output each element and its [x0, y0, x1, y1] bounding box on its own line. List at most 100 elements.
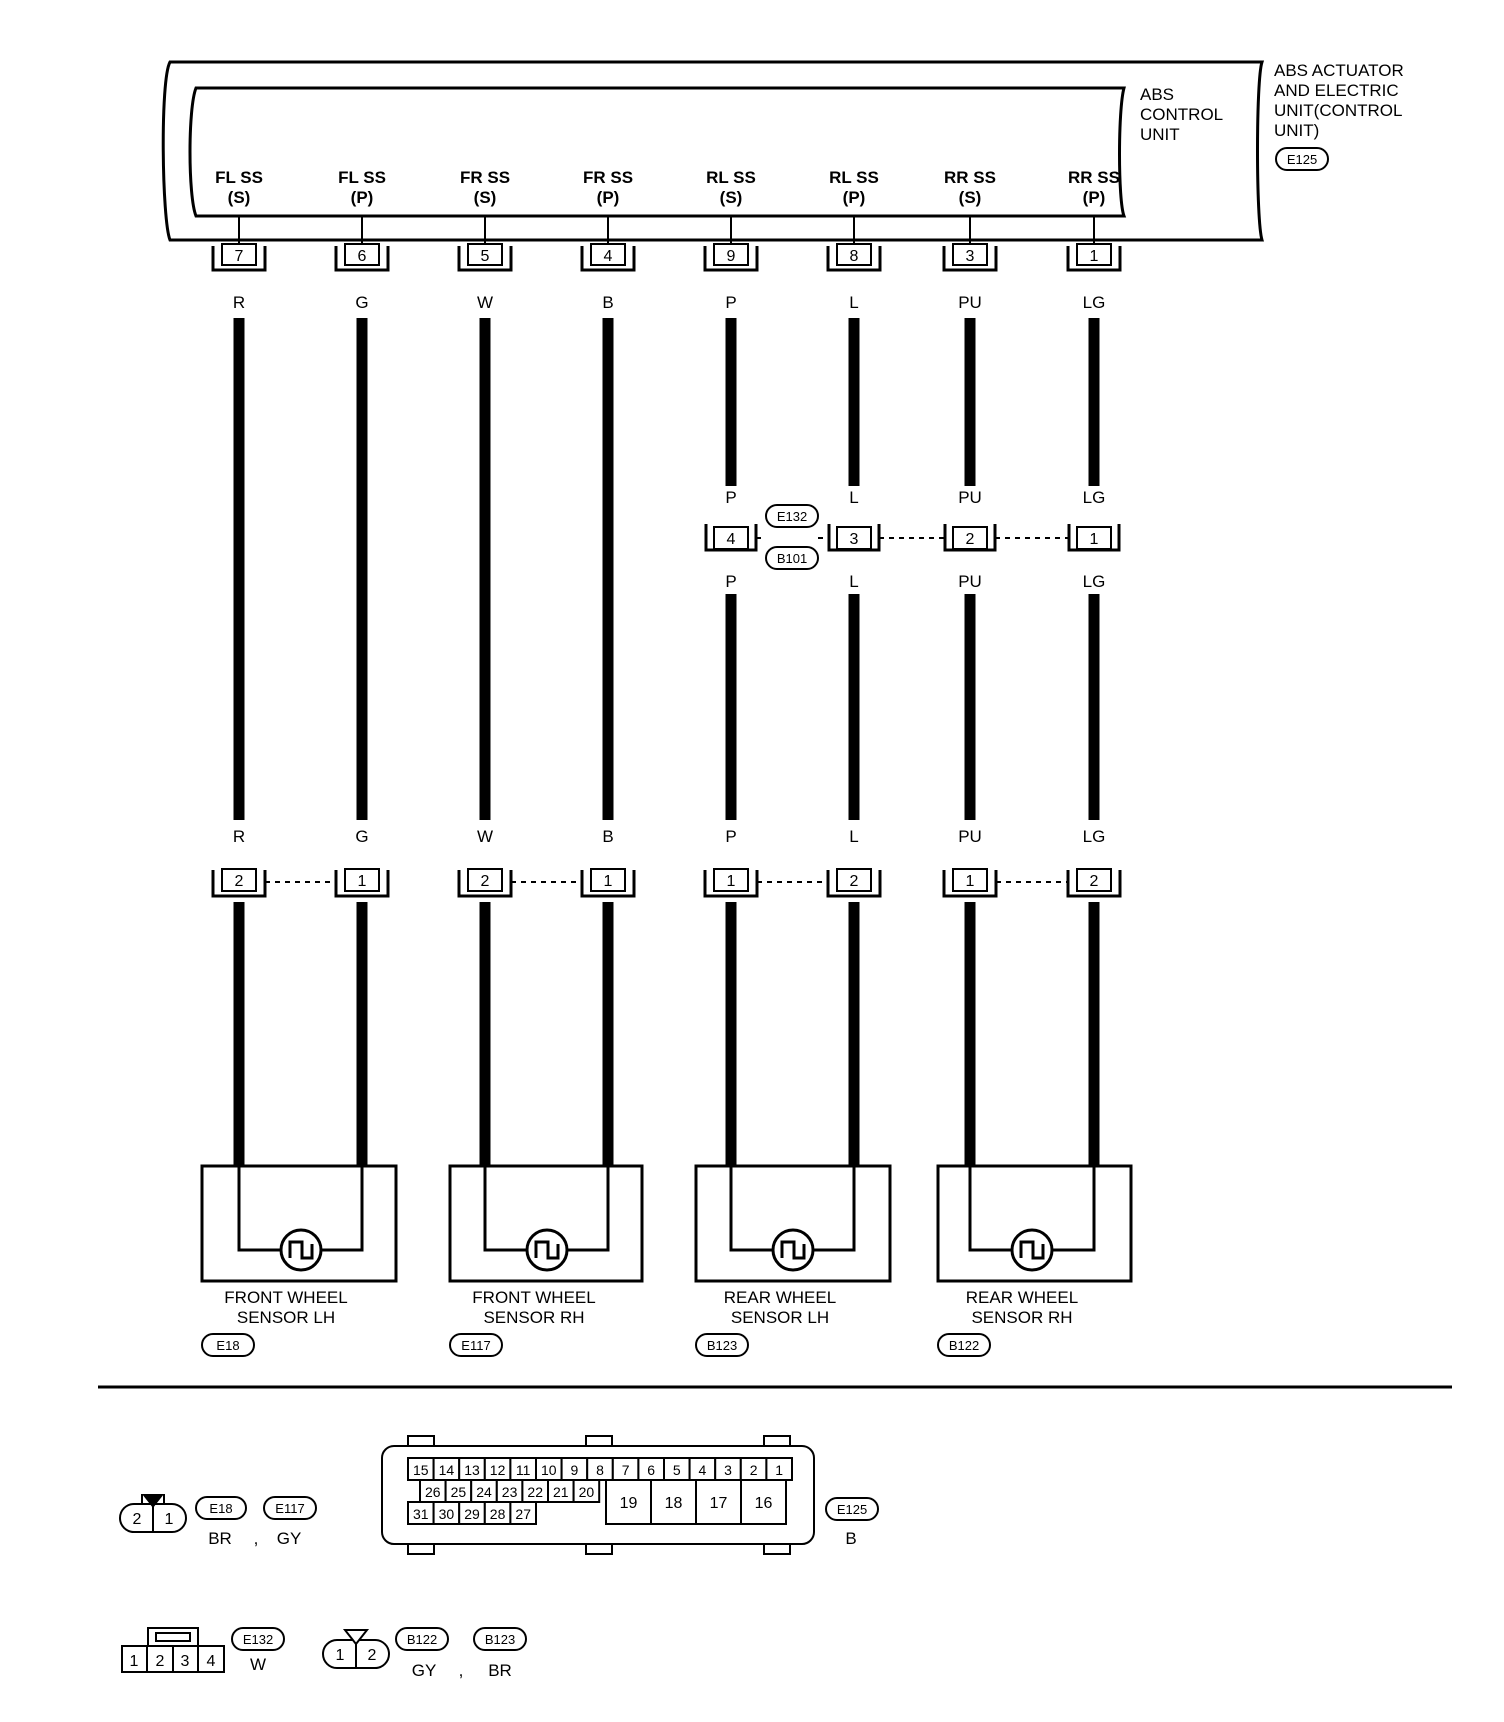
- connector-tag-text: B101: [777, 551, 807, 566]
- sensor-housing: [694, 1164, 892, 1283]
- pin-box: [952, 526, 988, 550]
- wire-color-label: P: [725, 827, 736, 846]
- terminal-name: RR SS: [944, 168, 996, 187]
- wire-color-label: W: [477, 293, 493, 312]
- pin-number: 1: [1090, 531, 1099, 548]
- cavity: [509, 1501, 537, 1525]
- sensor-connector-7: LG2: [1066, 827, 1122, 898]
- legend-pin-number: 3: [181, 1653, 190, 1670]
- legend-connector-tag-e18: E18: [195, 1496, 247, 1520]
- legend-connector-color: GY: [277, 1529, 302, 1548]
- legend-connector-tag-e125: E125: [825, 1497, 879, 1521]
- wire-color-label: R: [233, 293, 245, 312]
- sensor-connector-2: W2: [457, 827, 513, 898]
- legend-connector-color: B: [845, 1529, 856, 1548]
- cavity-number: 25: [451, 1484, 467, 1500]
- connector-tag: [449, 1333, 503, 1357]
- connector-cavity: [334, 246, 390, 272]
- pin-box: [221, 868, 257, 892]
- sensor-name-line: SENSOR RH: [971, 1308, 1072, 1327]
- wire-color-label: L: [849, 293, 858, 312]
- wire-color-label: LG: [1083, 572, 1106, 591]
- wire-color-label: B: [602, 293, 613, 312]
- legend-connector-color: BR: [488, 1661, 512, 1680]
- cavity-number: 13: [464, 1462, 480, 1478]
- cavity-number: 26: [425, 1484, 441, 1500]
- sensor-housing: [448, 1164, 644, 1283]
- pin-box: [713, 243, 749, 266]
- cavity: [605, 1479, 652, 1525]
- connector-tag: [201, 1333, 255, 1357]
- connector-tag-text: B122: [949, 1338, 979, 1353]
- abs-unit-label-line: ABS: [1140, 85, 1174, 104]
- connector-tag-text: E132: [243, 1632, 273, 1647]
- wire-color-label: L: [849, 572, 858, 591]
- pin-box: [467, 868, 503, 892]
- terminal-name: (S): [474, 188, 497, 207]
- wire-color-label: PU: [958, 293, 982, 312]
- legend-pin-number: 1: [165, 1511, 174, 1528]
- cavity-number: 20: [579, 1484, 595, 1500]
- sensor-name-line: SENSOR LH: [237, 1308, 335, 1327]
- cavity-number: 11: [516, 1462, 531, 1478]
- pin-number: 5: [481, 248, 490, 265]
- legend-pin-number: 1: [130, 1653, 139, 1670]
- abs-unit-label-line: CONTROL: [1140, 105, 1223, 124]
- cavity-number: 21: [553, 1484, 569, 1500]
- pin-number: 2: [481, 873, 490, 890]
- connector-tag-text: E132: [777, 509, 807, 524]
- abs-control-unit-inner-outline: [188, 86, 1127, 218]
- pin-number: 2: [850, 873, 859, 890]
- terminal-name: FR SS: [460, 168, 510, 187]
- sensor-name-line: SENSOR LH: [731, 1308, 829, 1327]
- connector-tag-text: E125: [1287, 152, 1317, 167]
- cavity-number: 9: [571, 1462, 579, 1478]
- terminal-name: (S): [228, 188, 251, 207]
- pin-box: [952, 243, 988, 266]
- wire-color-label: LG: [1083, 293, 1106, 312]
- terminal-name: (P): [597, 188, 620, 207]
- sensor-connector-5: L2: [826, 827, 882, 898]
- abs-unit-label-line: UNIT: [1140, 125, 1180, 144]
- pin-number: 8: [850, 248, 859, 265]
- terminal-name: RL SS: [706, 168, 756, 187]
- cavity-number: 10: [541, 1462, 557, 1478]
- cavity-number: 15: [413, 1462, 429, 1478]
- legend-connector-tag-e132: E132: [231, 1627, 285, 1651]
- pin-number: 9: [727, 248, 736, 265]
- pin-box: [590, 243, 626, 266]
- pin-box: [1076, 526, 1112, 550]
- terminal-name: RL SS: [829, 168, 879, 187]
- terminal-name: FR SS: [583, 168, 633, 187]
- connector-tag-text: E117: [461, 1338, 490, 1353]
- legend-two-pin-connector-e18-e117: 2 1: [119, 1494, 187, 1533]
- legend-connector-tag-e117: E117: [263, 1496, 317, 1520]
- sensor-internal-wiring: [729, 1166, 856, 1252]
- legend-connector-color: GY: [412, 1661, 437, 1680]
- cavity-number: 6: [647, 1462, 655, 1478]
- cavity-number: 30: [439, 1506, 455, 1522]
- pin-box: [344, 243, 380, 266]
- connector-cavity: [942, 246, 998, 272]
- pin-box: [221, 243, 257, 266]
- legend-connector-tag-b123: B123: [473, 1627, 527, 1651]
- wire-color-label: LG: [1083, 488, 1106, 507]
- wire-color-label: B: [602, 827, 613, 846]
- abs-actuator-title-line: ABS ACTUATOR: [1274, 61, 1404, 80]
- wire-color-label: P: [725, 488, 736, 507]
- wire-color-label: P: [725, 293, 736, 312]
- cavity-number: 27: [515, 1506, 531, 1522]
- pin-box: [467, 243, 503, 266]
- legend-pin-number: 4: [207, 1653, 216, 1670]
- wire-color-label: R: [233, 827, 245, 846]
- pin-box: [344, 868, 380, 892]
- legend-pin-number: 2: [133, 1511, 142, 1528]
- legend-connector-tag-b122: B122: [395, 1627, 449, 1651]
- legend-pin-number: 1: [336, 1647, 345, 1664]
- pin-box: [1076, 243, 1112, 266]
- connector-tag-text: E125: [837, 1502, 867, 1517]
- terminal-name: RR SS: [1068, 168, 1120, 187]
